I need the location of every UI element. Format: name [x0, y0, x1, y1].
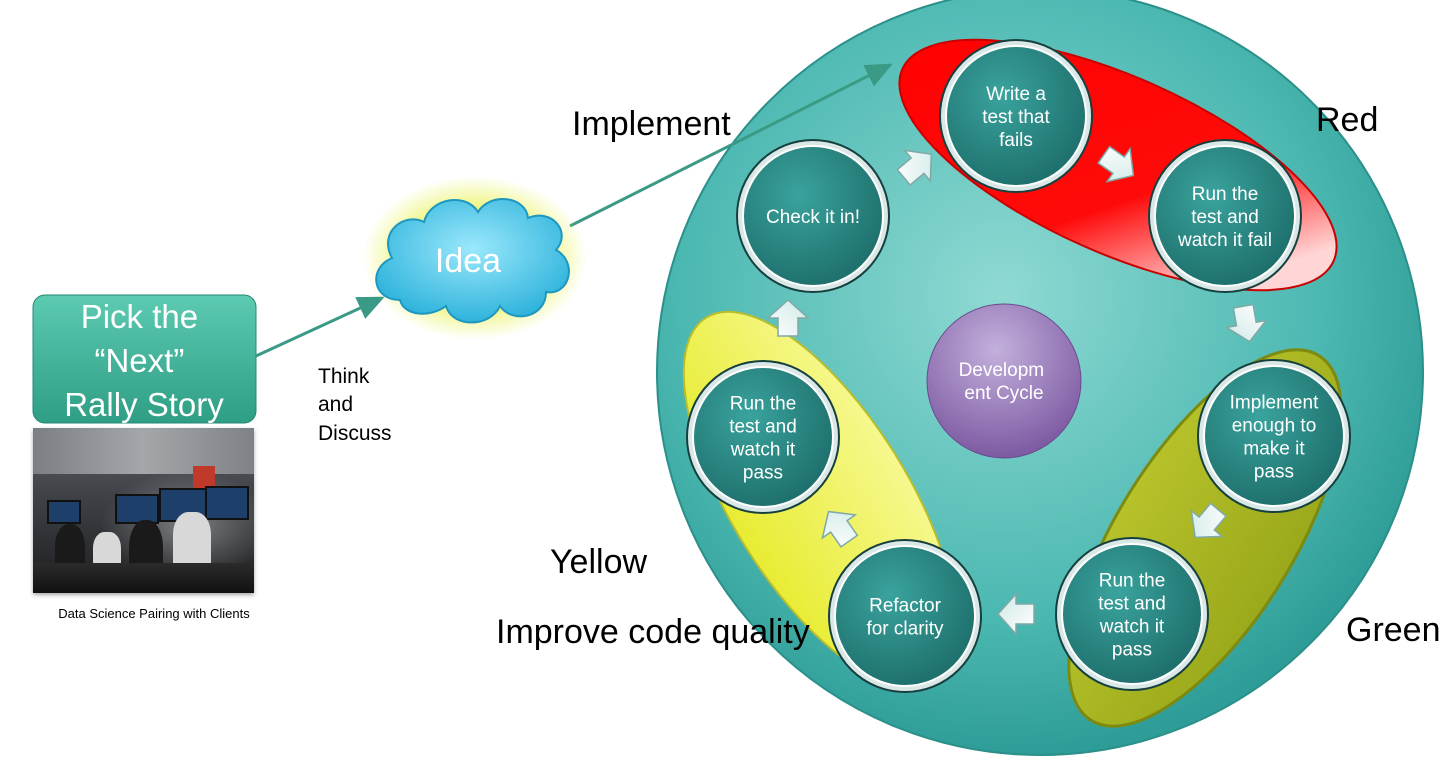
step-label-line: Run the [730, 394, 797, 415]
step-label-line: watch it [730, 440, 796, 461]
cloud-shape [375, 198, 570, 324]
step-label-line: test that [982, 107, 1050, 128]
step-label-line: fails [999, 130, 1033, 151]
photo-monitor [115, 494, 159, 524]
chevron-arrow-icon [896, 149, 933, 187]
yellow-phase-label: Yellow [550, 543, 647, 581]
step-label-line: Run the [1192, 184, 1259, 205]
step-circle [1154, 145, 1296, 287]
step-circle [1203, 365, 1345, 507]
photo-caption: Data Science Pairing with Clients [58, 606, 250, 621]
step-label: Check it in! [766, 207, 860, 228]
think-discuss-label: Think and Discuss [318, 365, 392, 445]
step-label-line: make it [1243, 439, 1305, 460]
photo-monitor [47, 500, 81, 524]
step-check-in: Check it in! [736, 139, 890, 293]
story-box-label: Pick the “Next” Rally Story [64, 298, 224, 423]
photo-floor [33, 563, 254, 593]
step-label-line: pass [1112, 640, 1152, 661]
step-label-line: Write a [986, 84, 1046, 105]
arrow-idea-to-cycle [569, 63, 893, 228]
step-circle [692, 366, 834, 508]
implement-label: Implement [572, 105, 731, 143]
step-label-line: watch it fail [1177, 230, 1272, 251]
photo-ceiling [33, 428, 254, 474]
step-arrows [766, 145, 1268, 636]
center-circle [926, 303, 1082, 459]
idea-cloud [363, 176, 587, 340]
step-label-line: pass [1254, 462, 1294, 483]
idea-label: Idea [435, 242, 501, 280]
step-label-line: Refactor [869, 596, 941, 617]
photo-person [173, 512, 211, 568]
team-photo [33, 428, 254, 593]
step-label-line: enough to [1232, 416, 1317, 437]
step-label-line: test and [1098, 594, 1166, 615]
chevron-arrow-icon [766, 298, 810, 337]
green-phase-label: Green [1346, 611, 1441, 649]
center-label: Developm ent Cycle [959, 360, 1050, 404]
chevron-arrow-icon [1224, 303, 1268, 343]
chevron-arrow-icon [1190, 502, 1228, 539]
step-label-line: for clarity [866, 619, 944, 640]
chevron-arrow-icon [821, 510, 859, 548]
arrow-story-to-idea [255, 296, 385, 358]
chevron-arrow-icon [1097, 145, 1135, 183]
step-label-line: test and [729, 417, 797, 438]
step-label-line: Run the [1099, 571, 1166, 592]
step-label-line: test and [1191, 207, 1259, 228]
step-circle [834, 545, 976, 687]
story-box [32, 294, 257, 424]
yellow-phase-sublabel: Improve code quality [496, 613, 810, 651]
step-circle [742, 145, 884, 287]
step-label-line: Check it in! [766, 207, 860, 228]
photo-monitor [205, 486, 249, 520]
red-phase-label: Red [1316, 101, 1378, 139]
step-circle [1061, 543, 1203, 685]
chevron-arrow-icon [996, 592, 1035, 636]
step-label-line: Implement [1230, 393, 1319, 414]
step-circle [945, 45, 1087, 187]
step-label-line: watch it [1099, 617, 1165, 638]
step-label-line: pass [743, 463, 783, 484]
